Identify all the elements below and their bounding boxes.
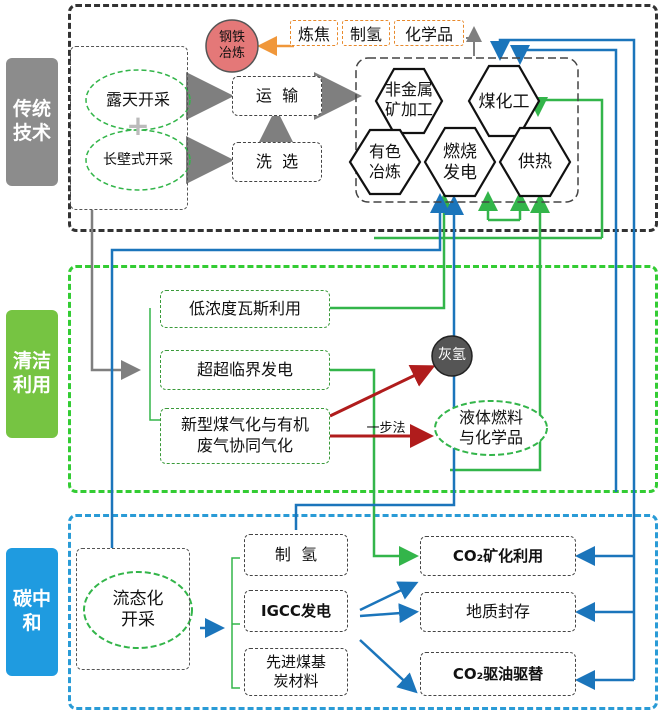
- section-carbon-frame: [68, 514, 658, 710]
- plus-icon: +: [126, 108, 150, 142]
- igcc-box: IGCC发电: [244, 590, 348, 632]
- mining-group-frame: [70, 46, 188, 210]
- chemicals-box: 化学品: [394, 20, 464, 46]
- side-label-carbon: 碳中 和: [6, 548, 58, 676]
- transport-box: 运 输: [232, 76, 322, 116]
- coking-box: 炼焦: [290, 20, 338, 46]
- hex-coal-chemical-label: 煤化工: [478, 92, 530, 112]
- co2-mineralization-box: CO₂矿化利用: [420, 536, 576, 576]
- one-step-label: 一步法: [366, 420, 406, 436]
- section-traditional-frame: [68, 4, 658, 232]
- hex-heating-label: 供热: [518, 152, 552, 172]
- low-gas-utilization-box: 低浓度瓦斯利用: [160, 290, 330, 328]
- liquid-fuel-ellipse: 液体燃料 与化学品: [458, 408, 523, 447]
- section-clean-frame: [68, 265, 658, 493]
- hydrogen-production-box: 制 氢: [244, 534, 348, 576]
- hex-nonmetal-label: 非金属 矿加工: [384, 80, 433, 119]
- geological-storage-box: 地质封存: [420, 592, 576, 632]
- ultra-supercritical-box: 超超临界发电: [160, 350, 330, 390]
- side-label-traditional: 传统 技术: [6, 58, 58, 186]
- fluid-mining-frame: [76, 548, 190, 670]
- hydrogen-box: 制氢: [342, 20, 390, 46]
- longwall-mining-label: 长壁式开采: [103, 152, 173, 169]
- hex-nonferrous-label: 有色 冶炼: [368, 142, 401, 181]
- side-label-clean: 清洁 利用: [6, 310, 58, 438]
- grey-hydrogen-circle: 灰氢: [438, 347, 466, 364]
- open-pit-mining-label: 露天开采: [105, 90, 170, 109]
- steel-smelting-circle: 钢铁 冶炼: [218, 29, 245, 61]
- co2-eor-box: CO₂驱油驱替: [420, 652, 576, 696]
- gasification-box: 新型煤气化与有机 废气协同气化: [160, 408, 330, 464]
- hex-combustion-label: 燃烧 发电: [443, 142, 477, 184]
- fluid-mining-label: 流态化 开采: [112, 588, 164, 630]
- washing-box: 洗 选: [232, 142, 322, 182]
- advanced-material-box: 先进煤基 炭材料: [244, 648, 348, 696]
